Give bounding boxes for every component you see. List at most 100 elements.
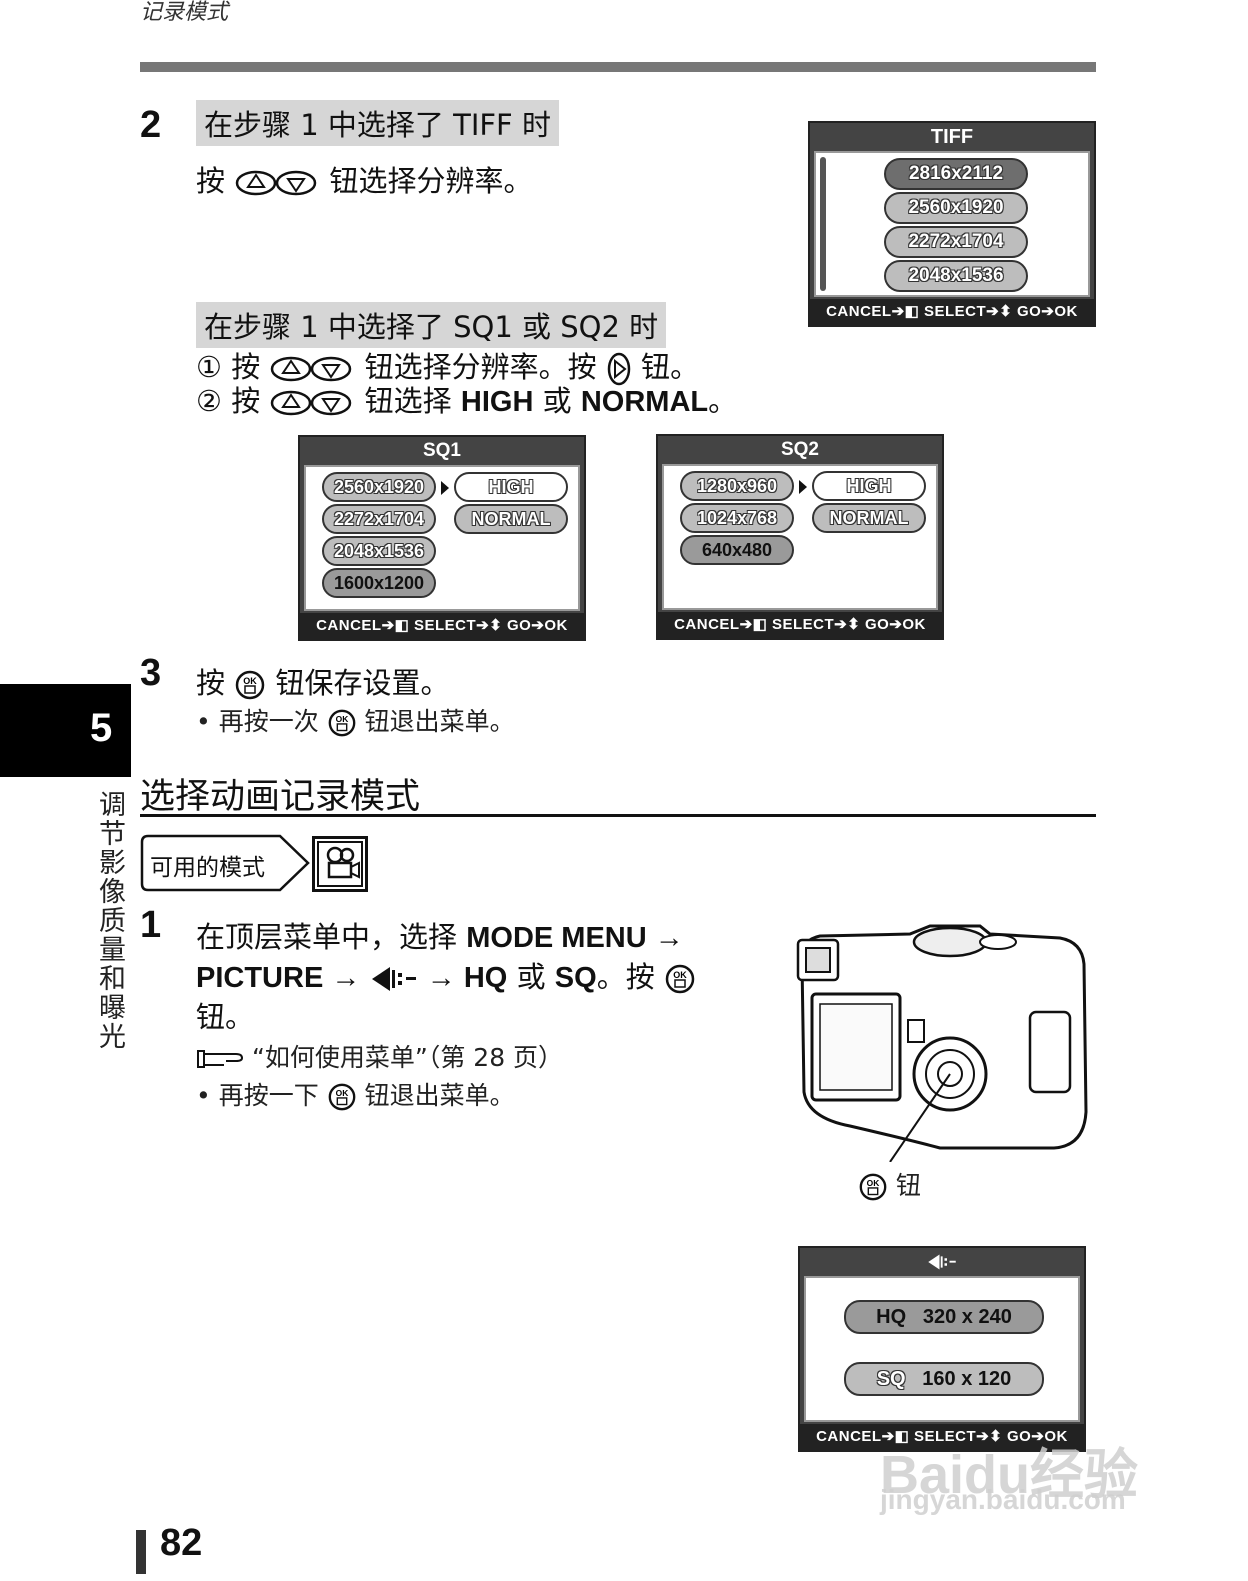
bullet-text: 钮退出菜单。: [364, 1081, 515, 1110]
screen-footer: CANCEL➔◧ SELECT➔⬍ GO➔OK: [658, 612, 942, 638]
caption-text: 钮: [895, 1171, 921, 1200]
available-modes-tag: 可用的模式: [140, 834, 312, 892]
watermark-url: jingyan.baidu.com: [880, 1484, 1126, 1515]
resolution-option: 2048x1536: [322, 536, 436, 566]
svg-text:OK: OK: [243, 676, 257, 686]
pointing-hand-icon: [197, 1050, 244, 1068]
resolution-option-selected: 640x480: [680, 535, 794, 565]
screen-body: 2560x1920 2272x1704 2048x1536 1600x1200 …: [304, 465, 580, 611]
reference-text: “如何使用菜单”（第 28 页）: [251, 1043, 564, 1072]
step1-line-2: PICTURE → → HQ 或 SQ。按 OK: [196, 954, 696, 996]
step1-line-3: 钮。: [196, 1000, 255, 1034]
screen-title: SQ2: [780, 439, 820, 460]
sq-text-2: 钮选择: [364, 384, 452, 418]
ok-button-caption: OK 钮: [858, 1166, 921, 1202]
record-mode-icon: [928, 1254, 956, 1270]
movie-option-selected: HQ 320 x 240: [844, 1300, 1044, 1334]
step1-bullet: • 再按一下 OK 钮退出菜单。: [196, 1076, 515, 1112]
tiff-text: 钮选择分辨率。: [329, 164, 533, 198]
menu-path: PICTURE →: [196, 962, 361, 994]
step3-text: 钮保存设置。: [275, 666, 450, 700]
circle-number-1: ①: [196, 350, 222, 384]
menu-path: MODE MENU →: [466, 922, 684, 954]
resolution-option: 1024x768: [680, 503, 794, 533]
resolution-option: 1280x960: [680, 471, 794, 501]
page-number-bar: [136, 1530, 146, 1574]
up-down-buttons-icon: [271, 356, 352, 382]
menu-path: SQ: [554, 962, 597, 994]
page-number: 82: [160, 1522, 203, 1564]
header-rule: [140, 62, 1096, 72]
resolution-option-selected: 1600x1200: [322, 568, 436, 598]
movie-mode-icon: [312, 836, 368, 892]
resolution-option: 2048x1536: [884, 260, 1028, 292]
movie-size: 320 x 240: [922, 1306, 1012, 1328]
tiff-heading: 在步骤 1 中选择了 TIFF 时: [196, 100, 559, 146]
up-down-buttons-icon: [271, 390, 352, 416]
screen-footer: CANCEL➔◧ SELECT➔⬍ GO➔OK: [810, 299, 1094, 325]
resolution-option: 2816x2112: [884, 158, 1028, 190]
sq-instruction-2: ② 按 钮选择 HIGH 或 NORMAL。: [196, 378, 737, 420]
press-text: 按: [231, 350, 261, 384]
period: 。: [708, 384, 738, 418]
step-number: 3: [140, 652, 162, 694]
or-text: 或: [516, 960, 546, 994]
bullet-text: • 再按一下: [196, 1081, 319, 1110]
sq-text-1-end: 钮。: [641, 350, 700, 384]
screen-body: HQ 320 x 240 SQ 160 x 120: [804, 1276, 1080, 1422]
section-title: 选择动画记录模式: [140, 777, 421, 817]
ok-button-icon: OK: [859, 1173, 887, 1201]
high-text: HIGH: [460, 386, 534, 418]
movie-size: 160 x 120: [922, 1368, 1012, 1390]
screen-title: TIFF: [930, 126, 974, 148]
quality-option: NORMAL: [454, 504, 568, 534]
screen-footer: CANCEL➔◧ SELECT➔⬍ GO➔OK: [800, 1424, 1084, 1450]
chapter-number: 5: [90, 706, 113, 750]
quality-option: NORMAL: [812, 503, 926, 533]
chapter-vertical-title: 调节影像质量和曝光: [94, 790, 125, 1051]
sq2-screen: SQ2 1280x960 1024x768 640x480 HIGH NORMA…: [656, 434, 944, 640]
resolution-option: 2272x1704: [884, 226, 1028, 258]
arrow-right-icon: [441, 481, 449, 495]
press-text: 按: [196, 666, 226, 700]
sq1-screen: SQ1 2560x1920 2272x1704 2048x1536 1600x1…: [298, 435, 586, 641]
resolution-option: 2560x1920: [322, 472, 436, 502]
or-text: 或: [542, 384, 572, 418]
movie-option: SQ 160 x 120: [844, 1362, 1044, 1396]
resolution-option: 2272x1704: [322, 504, 436, 534]
bullet-text: 钮退出菜单。: [364, 707, 515, 736]
circle-number-2: ②: [196, 384, 222, 418]
step-number: 2: [140, 104, 162, 146]
press-text: 按: [196, 164, 226, 198]
ok-button-icon: OK: [235, 670, 265, 700]
step1-text: 在顶层菜单中，选择: [196, 920, 458, 954]
svg-text:OK: OK: [673, 970, 687, 980]
movie-mode: SQ: [876, 1368, 906, 1390]
watermark-logo: Baidu经验: [880, 1445, 1139, 1505]
screen-body: 2816x2112 2560x1920 2272x1704 2048x1536: [814, 151, 1090, 297]
camera-illustration: [790, 912, 1090, 1163]
movie-quality-screen: HQ 320 x 240 SQ 160 x 120 CANCEL➔◧ SELEC…: [798, 1246, 1086, 1452]
svg-text:OK: OK: [867, 1178, 880, 1188]
step1-text: 。按: [596, 960, 655, 994]
quality-option: HIGH: [812, 471, 926, 501]
ok-button-icon: OK: [328, 1083, 356, 1111]
up-down-buttons-icon: [235, 170, 317, 196]
tag-shape-icon: [140, 834, 310, 892]
ok-button-icon: OK: [328, 709, 356, 737]
movie-mode: HQ: [876, 1306, 907, 1328]
screen-title: SQ1: [422, 440, 462, 461]
step1-line-1: 在顶层菜单中，选择 MODE MENU →: [196, 914, 684, 956]
running-header: 记录模式: [140, 0, 229, 25]
tiff-instruction: 按 钮选择分辨率。: [196, 158, 532, 200]
step-number: 1: [140, 904, 162, 946]
screen-body: 1280x960 1024x768 640x480 HIGH NORMAL: [662, 464, 938, 610]
bullet-text: • 再按一次: [196, 707, 319, 736]
press-text: 按: [231, 384, 261, 418]
sq-heading: 在步骤 1 中选择了 SQ1 或 SQ2 时: [196, 302, 667, 348]
resolution-option: 2560x1920: [884, 192, 1028, 224]
screen-title: [800, 1248, 1084, 1276]
step3-instruction: 按 OK 钮保存设置。: [196, 660, 449, 702]
scrollbar: [820, 157, 826, 291]
sq-text-1: 钮选择分辨率。按: [364, 350, 597, 384]
